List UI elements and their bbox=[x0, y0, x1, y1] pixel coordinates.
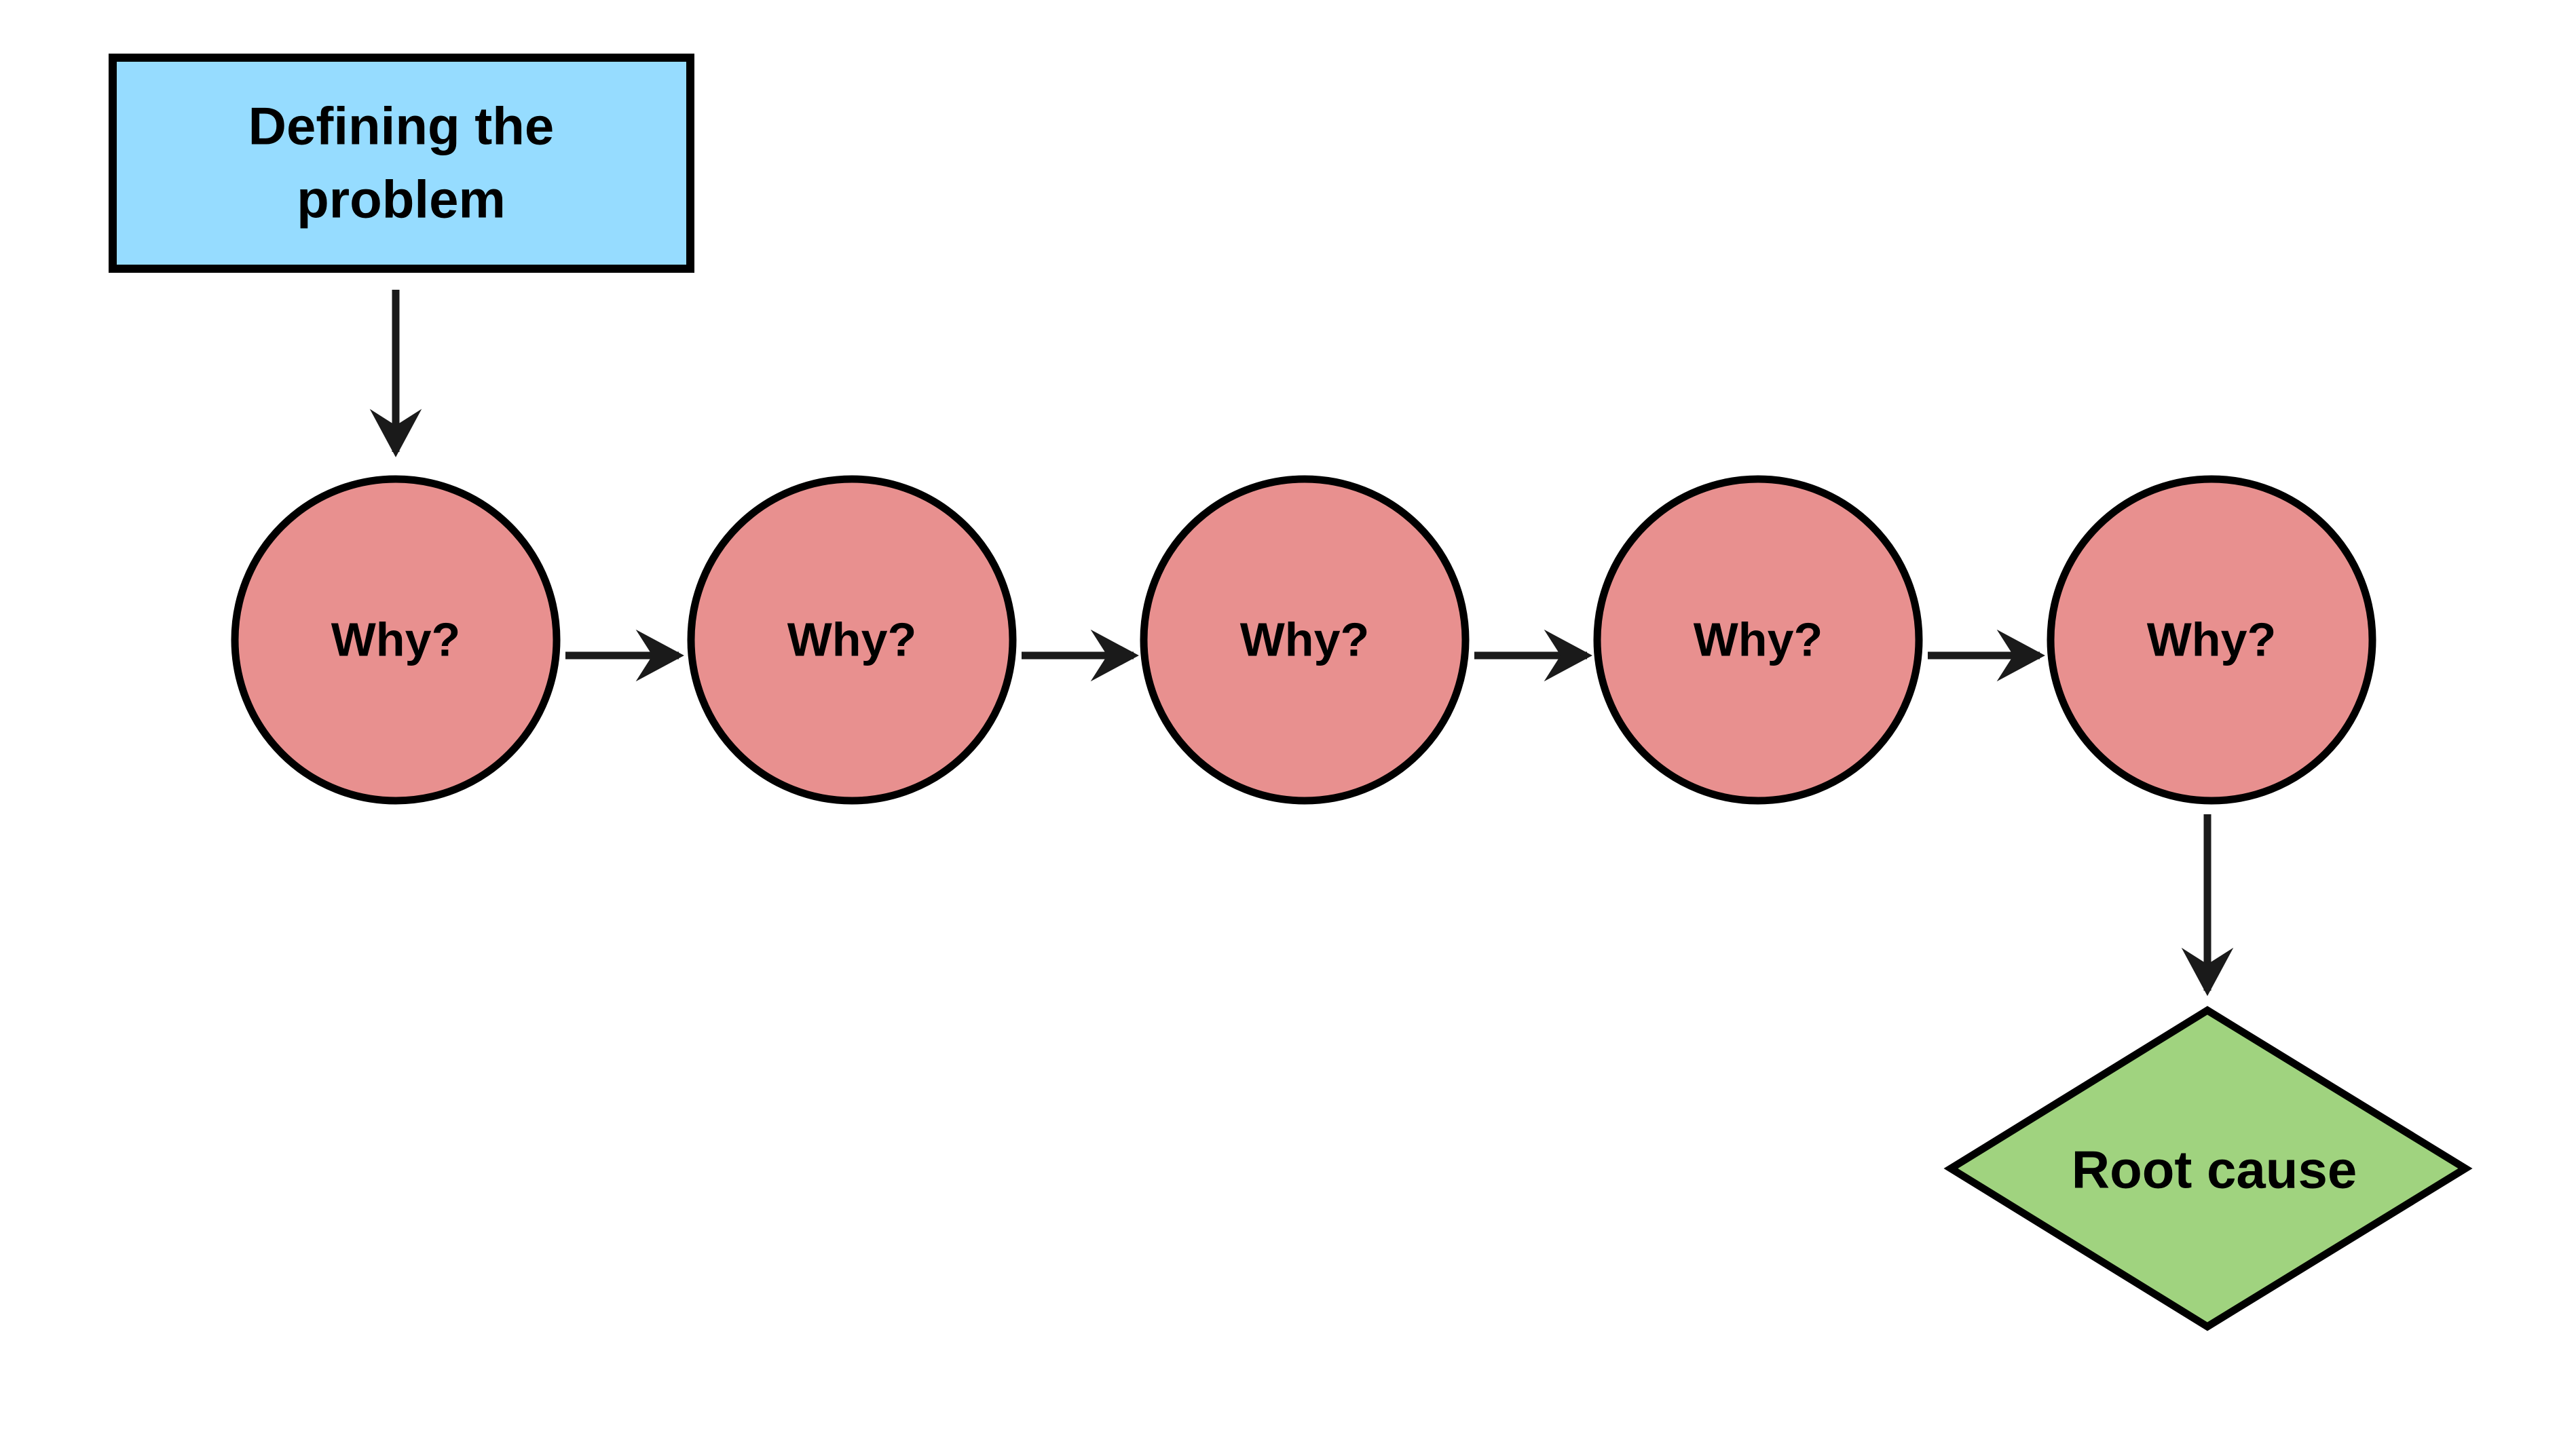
why-circle-shape-5 bbox=[2047, 475, 2376, 805]
why-circle-shape-2 bbox=[687, 475, 1017, 805]
why-label-5: Why? bbox=[2147, 613, 2277, 666]
why-node-1[interactable]: Why? bbox=[231, 475, 561, 805]
why-circle-shape-4 bbox=[1593, 475, 1923, 805]
why-node-2[interactable]: Why? bbox=[687, 475, 1017, 805]
why-node-3[interactable]: Why? bbox=[1140, 475, 1470, 805]
problem-node[interactable]: Defining the problem bbox=[109, 54, 694, 273]
why-label-1: Why? bbox=[331, 613, 461, 666]
why-node-4[interactable]: Why? bbox=[1593, 475, 1923, 805]
root-cause-diamond-shape bbox=[1943, 1006, 2473, 1331]
problem-box-shape bbox=[109, 54, 694, 273]
root-cause-node[interactable]: Root cause bbox=[1943, 1006, 2473, 1331]
why-label-2: Why? bbox=[787, 613, 917, 666]
problem-label-line1: Defining the bbox=[248, 96, 555, 156]
root-cause-label: Root cause bbox=[2072, 1140, 2357, 1200]
why-node-5[interactable]: Why? bbox=[2047, 475, 2376, 805]
why-label-4: Why? bbox=[1694, 613, 1823, 666]
problem-label-line2: problem bbox=[297, 170, 506, 229]
why-circle-shape-3 bbox=[1140, 475, 1470, 805]
why-label-3: Why? bbox=[1240, 613, 1370, 666]
why-circle-shape-1 bbox=[231, 475, 561, 805]
